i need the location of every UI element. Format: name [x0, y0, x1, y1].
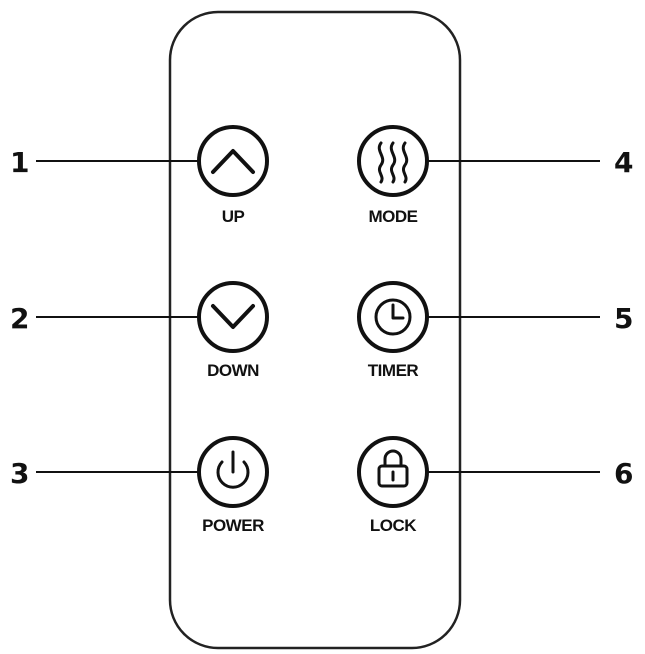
- chevron-up-icon: [211, 149, 255, 174]
- callout-number-5: 5: [614, 302, 633, 335]
- lock-button[interactable]: [357, 436, 429, 508]
- up-label: UP: [222, 207, 245, 226]
- callout-number-3: 3: [10, 457, 29, 490]
- chevron-down-icon: [211, 304, 255, 329]
- mode-button[interactable]: [357, 125, 429, 197]
- timer-button[interactable]: [357, 281, 429, 353]
- up-button[interactable]: [197, 125, 269, 197]
- timer-label: TIMER: [368, 361, 419, 380]
- callout-number-6: 6: [614, 457, 633, 490]
- callout-number-1: 1: [10, 146, 29, 179]
- heat-waves-icon: [377, 141, 409, 184]
- power-label: POWER: [202, 516, 264, 535]
- lock-label: LOCK: [370, 516, 417, 535]
- power-icon: [216, 460, 250, 489]
- clock-icon: [374, 298, 412, 336]
- mode-button-ring: [357, 125, 429, 197]
- down-button[interactable]: [197, 281, 269, 353]
- power-button[interactable]: [197, 436, 269, 508]
- callout-number-2: 2: [10, 302, 29, 335]
- padlock-icon: [377, 449, 409, 488]
- down-label: DOWN: [207, 361, 259, 380]
- mode-label: MODE: [369, 207, 418, 226]
- down-button-ring: [197, 281, 269, 353]
- up-button-ring: [197, 125, 269, 197]
- callout-number-4: 4: [614, 146, 633, 179]
